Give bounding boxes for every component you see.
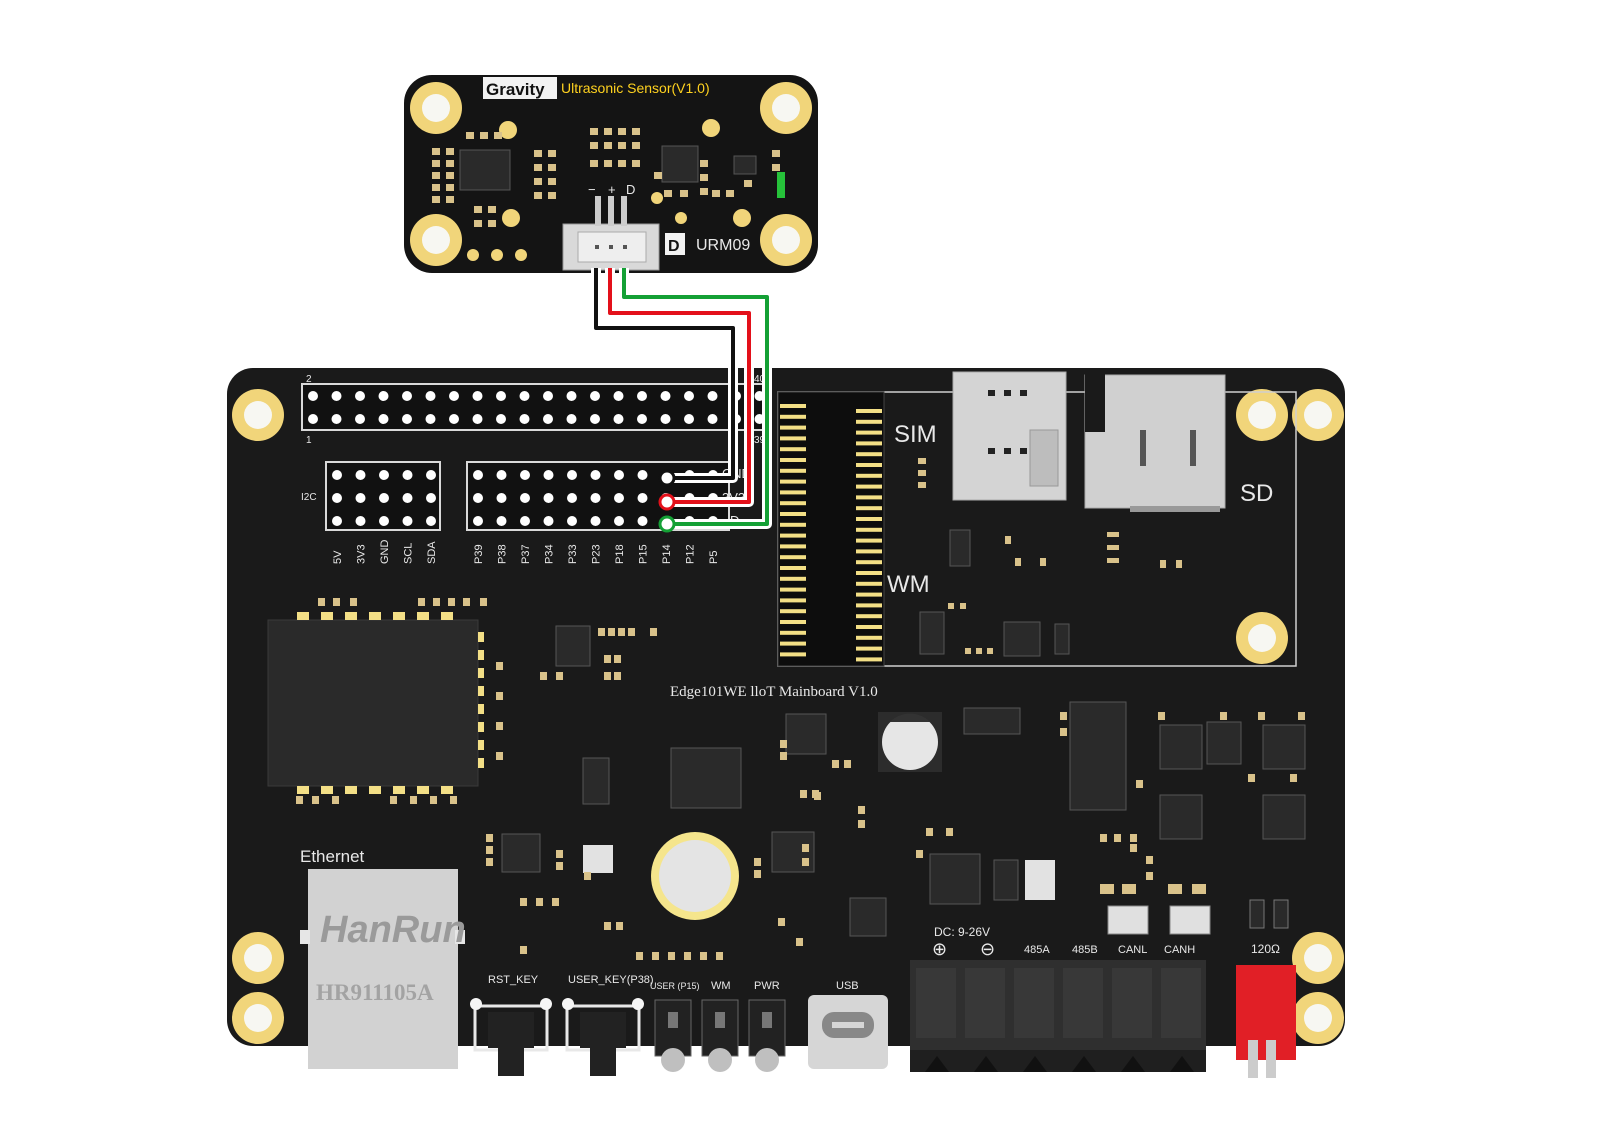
pin-label: P23: [591, 544, 603, 564]
pin-label: SCL: [403, 543, 415, 564]
wm-label: WM: [887, 571, 930, 598]
rj45-brand: HanRun: [320, 909, 466, 951]
led-wm-label: WM: [711, 980, 731, 992]
termination-resistor-label: 120Ω: [1251, 942, 1280, 956]
sensor-pin-plus: +: [608, 182, 616, 197]
rj45-jack[interactable]: HanRun HR911105A: [300, 869, 466, 1069]
pin-label: P15: [638, 544, 650, 564]
label-485b: 485B: [1072, 944, 1098, 956]
module-area: SIM WM SD: [777, 371, 1297, 667]
header-pin-39-label: 39: [754, 435, 766, 446]
label-485a: 485A: [1024, 944, 1050, 956]
dfrobot-logo-icon: [665, 233, 685, 255]
sensor-connector: [562, 196, 660, 271]
user-key-label: USER_KEY(P38): [568, 974, 654, 986]
esp32-module: [267, 612, 484, 794]
sensor-components: [432, 119, 785, 261]
i2c-header: I2C 5V 3V3 GND SCL SDA: [301, 461, 441, 565]
ethernet-label: Ethernet: [300, 847, 365, 866]
wire-end-3v3: [658, 493, 676, 511]
sensor-pin-d: D: [626, 182, 635, 197]
canl-switch[interactable]: [1107, 905, 1149, 935]
pin-label: P12: [685, 544, 697, 564]
termination-120ohm-switch[interactable]: [1236, 965, 1296, 1078]
wire-3v3: [608, 268, 751, 504]
header-pin-2-label: 2: [306, 374, 312, 385]
led-user-label: USER (P15): [650, 981, 700, 991]
dc-voltage-label: DC: 9-26V: [934, 925, 990, 939]
pin-label: P39: [473, 544, 485, 564]
sd-card-holder: [1084, 372, 1226, 512]
sd-label: SD: [1240, 480, 1273, 507]
dfrobot-logo-letter: D: [668, 238, 680, 255]
wire-gnd: [594, 268, 735, 480]
sim-card-holder: [952, 371, 1067, 501]
dc-minus-icon: ⊖: [980, 939, 995, 959]
gravity-brand: Gravity: [486, 80, 545, 99]
wire-signal-d: [622, 268, 769, 526]
sensor-title: Ultrasonic Sensor(V1.0): [561, 80, 710, 96]
terminal-block[interactable]: [910, 960, 1206, 1072]
usb-c-port[interactable]: [808, 995, 888, 1069]
pin-label: P34: [544, 544, 556, 564]
pin-label: P33: [567, 544, 579, 564]
board-components: [296, 598, 1306, 960]
white-component: [1025, 860, 1055, 900]
label-canh: CANH: [1164, 944, 1195, 956]
pin-label: GND: [379, 540, 391, 565]
header-pin-40-label: 40: [754, 374, 766, 385]
sensor-pin-minus: −: [588, 182, 596, 197]
i2c-label: I2C: [301, 492, 317, 503]
led-pwr-label: PWR: [754, 980, 780, 992]
pin-label: SDA: [426, 541, 438, 564]
dc-plus-icon: ⊕: [932, 939, 947, 959]
pin-label: 5V: [332, 550, 344, 564]
sensor-model: URM09: [696, 237, 750, 254]
wire-end-gnd: [658, 469, 676, 487]
pin-label: P5: [708, 551, 720, 564]
buzzer: [651, 832, 739, 920]
user-key-button[interactable]: [562, 998, 644, 1076]
canh-switch[interactable]: [1169, 905, 1211, 935]
mainboard-pcb: [227, 368, 1345, 1046]
mainboard: 2 1 40 39 I2C 5V 3V3 GND SCL SDA P39 P38 P37 P3…: [227, 368, 1345, 1078]
label-canl: CANL: [1118, 944, 1147, 956]
pin-label: P18: [614, 544, 626, 564]
pin-label: P38: [497, 544, 509, 564]
gpio-40pin-header: 2 1 40 39: [301, 374, 768, 446]
mounting-holes: [232, 389, 1344, 1044]
jumper-wires: [591, 268, 772, 533]
wire-end-d: [658, 515, 676, 533]
gravity-badge: [483, 77, 557, 99]
ultrasonic-sensor-board: Gravity Ultrasonic Sensor(V1.0) − + D: [404, 75, 818, 273]
rj45-model: HR911105A: [316, 980, 434, 1005]
white-component: [583, 845, 613, 873]
board-title: Edge101WE lloT Mainboard V1.0: [670, 684, 878, 700]
pin-label: P37: [520, 544, 532, 564]
status-leds: [654, 999, 786, 1072]
pin-label: 3V3: [356, 544, 368, 564]
usb-label: USB: [836, 980, 859, 992]
header-pin-1-label: 1: [306, 435, 312, 446]
pin-label: P14: [661, 544, 673, 564]
sim-label: SIM: [894, 421, 937, 448]
rst-key-button[interactable]: [470, 998, 552, 1076]
rst-key-label: RST_KEY: [488, 974, 539, 986]
